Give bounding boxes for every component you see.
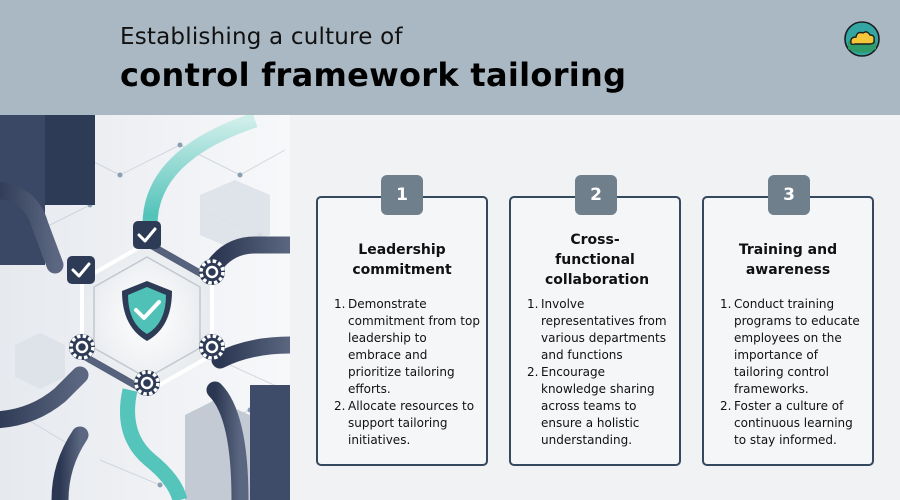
- title-line-1: Establishing a culture of: [120, 24, 403, 50]
- list-number: 2.: [720, 399, 732, 413]
- list-number: 2.: [527, 365, 539, 379]
- list-item: 2.Encourage knowledge sharing across tea…: [527, 364, 673, 449]
- card-training-and-awareness: Training and awareness 1.Conduct trainin…: [702, 196, 874, 466]
- list-text: Conduct training programs to educate emp…: [734, 297, 860, 396]
- hexagon-network-illustration: [0, 115, 290, 500]
- checkbox-checked-icon: [133, 221, 161, 249]
- list-number: 1.: [334, 297, 346, 311]
- card-list: 1.Conduct training programs to educate e…: [720, 296, 866, 449]
- list-text: Foster a culture of continuous learning …: [734, 399, 853, 447]
- list-text: Involve representatives from various dep…: [541, 297, 667, 362]
- list-item: 1.Involve representatives from various d…: [527, 296, 673, 364]
- list-item: 1.Conduct training programs to educate e…: [720, 296, 866, 398]
- gear-icon: [69, 334, 95, 360]
- card-list: 1.Involve representatives from various d…: [527, 296, 673, 449]
- card-title: Leadership commitment: [352, 242, 452, 278]
- list-item: 2.Allocate resources to support tailorin…: [334, 398, 480, 449]
- card-leadership-commitment: Leadership commitment 1.Demonstrate comm…: [316, 196, 488, 466]
- step-badge-3: 3: [768, 175, 810, 215]
- header-banner: Establishing a culture of control framew…: [0, 0, 900, 115]
- checkbox-checked-icon: [67, 256, 95, 284]
- shield-check-icon: [122, 281, 172, 341]
- gear-icon: [199, 259, 225, 285]
- card-title: Training and awareness: [738, 242, 838, 278]
- step-badge-2: 2: [575, 175, 617, 215]
- gear-icon: [199, 334, 225, 360]
- list-item: 2.Foster a culture of continuous learnin…: [720, 398, 866, 449]
- list-number: 2.: [334, 399, 346, 413]
- gear-icon: [134, 370, 160, 396]
- list-text: Encourage knowledge sharing across teams…: [541, 365, 655, 447]
- list-number: 1.: [527, 297, 539, 311]
- card-list: 1.Demonstrate commitment from top leader…: [334, 296, 480, 449]
- card-cross-functional-collaboration: Cross-functional collaboration 1.Involve…: [509, 196, 681, 466]
- list-item: 1.Demonstrate commitment from top leader…: [334, 296, 480, 398]
- list-number: 1.: [720, 297, 732, 311]
- list-text: Demonstrate commitment from top leadersh…: [348, 297, 480, 396]
- page-title: control framework tailoring: [120, 56, 627, 94]
- list-text: Allocate resources to support tailoring …: [348, 399, 475, 447]
- step-badge-1: 1: [381, 175, 423, 215]
- card-title: Cross-functional collaboration: [545, 232, 650, 288]
- cloud-logo-icon: [844, 21, 880, 57]
